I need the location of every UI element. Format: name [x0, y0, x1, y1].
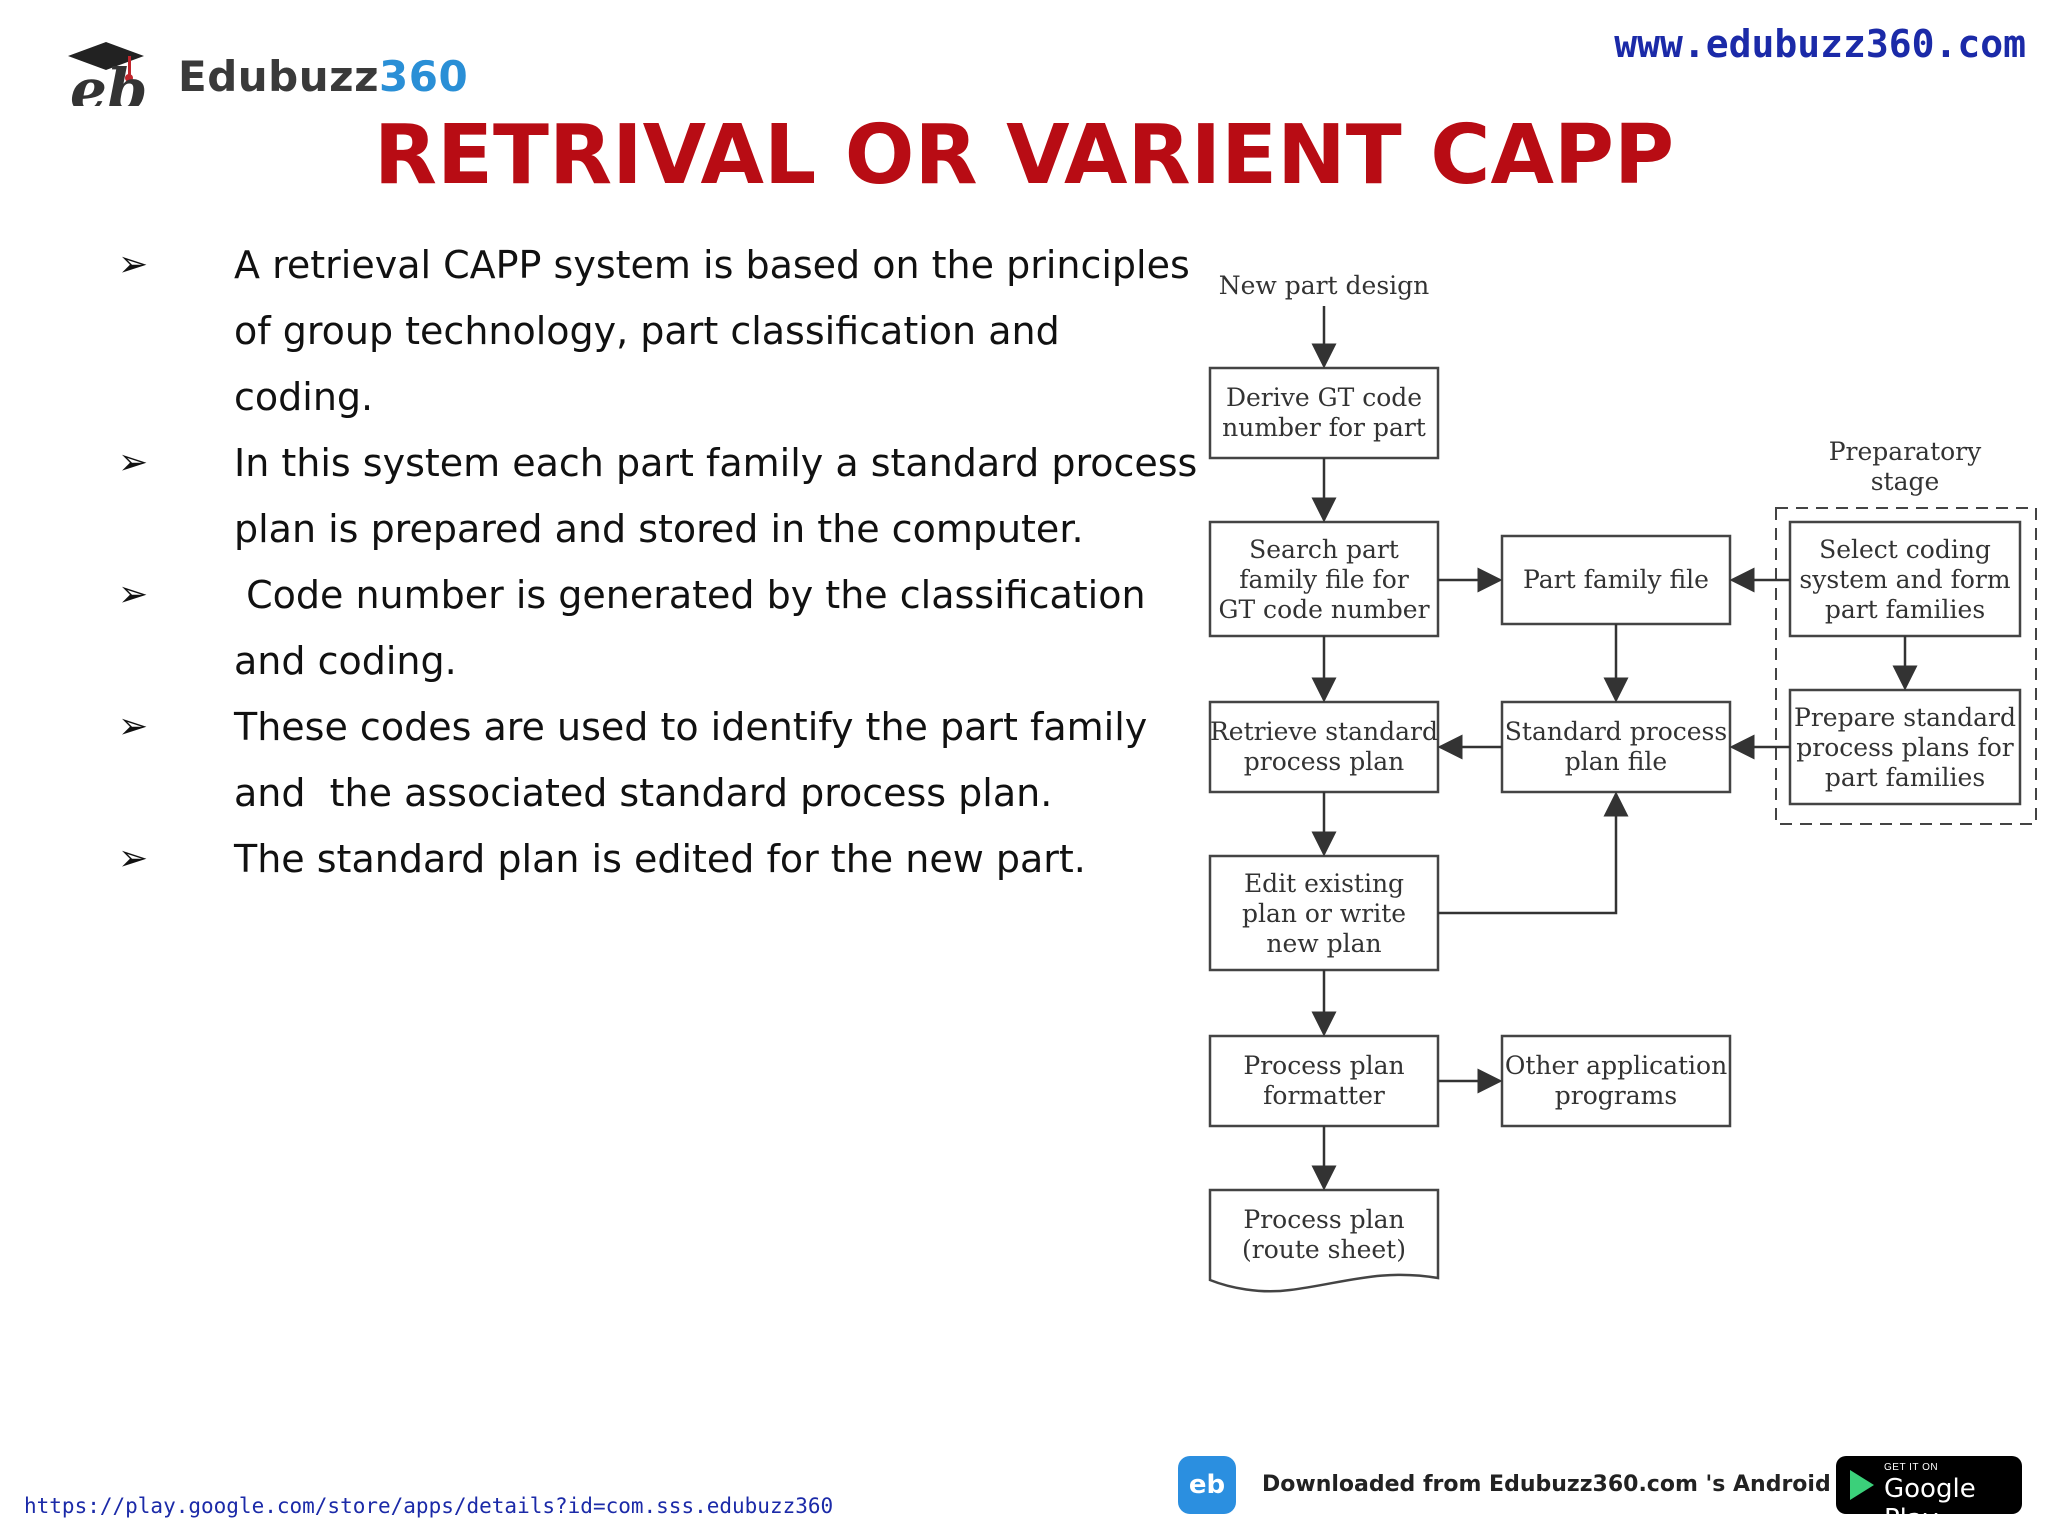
prepare-standard-label: Prepare standard — [1794, 703, 2016, 732]
bullet-item: ➢ Code number is generated by the classi… — [118, 562, 1198, 694]
edit-plan-label: plan or write — [1242, 899, 1406, 928]
bullet-item: ➢ In this system each part family a stand… — [118, 430, 1198, 562]
app-icon: eb — [1178, 1456, 1236, 1514]
site-url[interactable]: www.edubuzz360.com — [1614, 22, 2026, 66]
arrow-bullet-icon: ➢ — [118, 442, 149, 483]
standard-process-file-label: plan file — [1565, 747, 1667, 776]
preparatory-stage-label: stage — [1871, 467, 1940, 496]
derive-gt-label: number for part — [1222, 413, 1426, 442]
bullet-line: plan is prepared and stored in the compu… — [234, 507, 1084, 551]
prepare-standard-label: part families — [1825, 763, 1985, 792]
bullet-line: of group technology, part classification… — [234, 309, 1060, 419]
route-sheet-shape — [1208, 1188, 1440, 1293]
part-family-file-label: Part family file — [1523, 565, 1709, 594]
preparatory-stage-border — [1775, 507, 2037, 825]
arrow-bullet-icon: ➢ — [118, 706, 149, 747]
edit-plan-label: Edit existing — [1244, 869, 1404, 898]
bullet-line: These codes are used to identify the par… — [234, 705, 1148, 749]
gplay-big-text: Google Play — [1884, 1474, 1976, 1534]
logo-monogram: eb — [70, 56, 147, 106]
select-coding-label: Select coding — [1819, 535, 1991, 564]
logo-text: Edubuzz — [178, 52, 380, 101]
flow-arrow — [1438, 791, 1629, 915]
arrow-bullet-icon: ➢ — [118, 574, 149, 615]
bullet-line: In this system each part family a standa… — [234, 441, 1198, 485]
gplay-small-text: GET IT ON — [1884, 1462, 1939, 1473]
bullet-item: ➢ These codes are used to identify the pa… — [118, 694, 1198, 826]
preparatory-stage-label: Preparatory — [1829, 437, 1982, 466]
bullet-line: and coding. — [234, 639, 457, 683]
search-part-label: family file for — [1239, 565, 1409, 594]
route-sheet-label: Process plan — [1243, 1205, 1404, 1234]
bullet-line: The standard plan is edited for the new … — [234, 837, 1086, 881]
bullet-line: A retrieval CAPP system is based on the … — [234, 243, 1190, 287]
select-coding-label: system and form — [1799, 565, 2010, 594]
standard-process-file-label: Standard process — [1505, 717, 1727, 746]
google-play-badge[interactable]: GET IT ON Google Play — [1836, 1456, 2022, 1534]
arrow-bullet-icon: ➢ — [118, 838, 149, 879]
retrieve-standard-label: Retrieve standard — [1210, 717, 1438, 746]
download-note: Downloaded from Edubuzz360.com 's Androi… — [1262, 1472, 1887, 1497]
bullet-item: ➢ The standard plan is edited for the new… — [118, 826, 1198, 892]
search-part-label: Search part — [1249, 535, 1399, 564]
slide-title: RETRIVAL OR VARIENT CAPP — [373, 108, 1675, 203]
retrieve-standard-label: process plan — [1244, 747, 1404, 776]
other-apps-label: Other application — [1505, 1051, 1727, 1080]
other-apps-label: programs — [1555, 1081, 1677, 1110]
formatter-label: Process plan — [1243, 1051, 1404, 1080]
arrow-bullet-icon: ➢ — [118, 244, 149, 285]
bullet-list: ➢ A retrieval CAPP system is based on the… — [118, 232, 1198, 892]
edit-plan-label: new plan — [1266, 929, 1381, 958]
play-store-link[interactable]: https://play.google.com/store/apps/detai… — [24, 1494, 834, 1518]
new-part-design-label: New part design — [1219, 271, 1430, 300]
logo-wordmark: Edubuzz360 — [178, 52, 468, 101]
derive-gt-label: Derive GT code — [1226, 383, 1422, 412]
bullet-line: and the associated standard process plan… — [234, 771, 1053, 815]
bullet-line: Code number is generated by the classifi… — [234, 573, 1146, 617]
prepare-standard-label: process plans for — [1796, 733, 2013, 762]
bullet-item: ➢ A retrieval CAPP system is based on the… — [118, 232, 1198, 430]
formatter-label: formatter — [1263, 1081, 1385, 1110]
play-icon — [1850, 1470, 1874, 1500]
select-coding-label: part families — [1825, 595, 1985, 624]
edubuzz-logo: eb — [68, 42, 147, 106]
capp-flowchart: New part design Derive GT code number fo… — [1208, 271, 2037, 1293]
logo-number: 360 — [379, 52, 469, 101]
search-part-label: GT code number — [1218, 595, 1429, 624]
route-sheet-label: (route sheet) — [1242, 1235, 1406, 1264]
